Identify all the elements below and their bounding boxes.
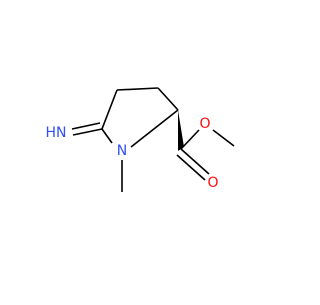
atom-label-carbonyl-oxygen: O <box>207 175 218 191</box>
background <box>0 0 300 300</box>
bond-carbonyl-1 <box>180 148 210 175</box>
bond-c3-c4 <box>101 89 118 130</box>
bond-c1-c2 <box>157 87 179 111</box>
wedge-bond <box>178 110 184 151</box>
atom-label-ester-oxygen: O <box>199 116 210 132</box>
bond-c4-n-ring <box>101 128 113 144</box>
bond-n-ring-c1 <box>130 109 179 148</box>
bond-imine-2 <box>71 122 101 130</box>
bond-imine-1 <box>72 128 103 136</box>
bond-o-methyl <box>212 129 235 147</box>
bond-carbonyl-2 <box>176 154 206 181</box>
molecule-structure: HN N O O <box>0 0 300 300</box>
bond-c2-c3 <box>116 87 159 91</box>
atom-label-imine-nitrogen: HN <box>46 125 67 141</box>
bond-c-o-ester <box>180 129 200 150</box>
atom-label-ring-nitrogen: N <box>117 143 127 159</box>
molecule-canvas: HN N O O <box>0 0 300 300</box>
